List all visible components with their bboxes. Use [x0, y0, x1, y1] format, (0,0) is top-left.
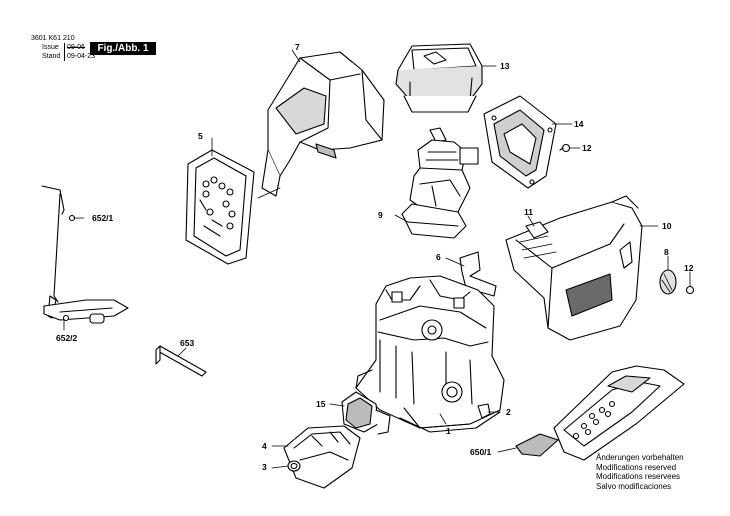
- callout-12-lower: 12: [684, 263, 694, 273]
- callout-3: 3: [262, 462, 267, 472]
- part-12-screw-lower: [685, 285, 695, 295]
- callout-652-2: 652/2: [56, 333, 78, 343]
- stand-value: 09-04-23: [67, 53, 96, 60]
- issue-value: 09-06: [67, 44, 85, 51]
- callout-12-upper: 12: [582, 143, 592, 153]
- note-es: Salvo modificaciones: [596, 481, 672, 491]
- part-653-hex-key: [155, 345, 207, 377]
- part-5-control-panel: [185, 149, 255, 265]
- callout-652-1: 652/1: [92, 213, 114, 223]
- part-15-laser-module: [341, 391, 391, 435]
- callout-1: 1: [446, 426, 451, 436]
- part-2-foot: [477, 403, 491, 419]
- callout-10: 10: [662, 221, 672, 231]
- callout-8: 8: [664, 247, 669, 257]
- issue-label: Issue: [42, 44, 59, 51]
- part-4-battery-lid: [283, 425, 361, 489]
- part-number: 3601 K61 210: [31, 35, 75, 42]
- part-8-end-cap: [659, 269, 677, 295]
- callout-2: 2: [506, 407, 511, 417]
- leader-lines: [63, 49, 691, 469]
- callout-13: 13: [500, 61, 510, 71]
- figure-tag: Fig./Abb. 1: [90, 42, 156, 55]
- part-13-top-cap: [395, 43, 483, 113]
- callout-5: 5: [198, 131, 203, 141]
- part-14-window-frame: [483, 95, 557, 189]
- callout-4: 4: [262, 441, 267, 451]
- note-en: Modifications reserved: [596, 462, 677, 472]
- callout-11: 11: [524, 207, 533, 217]
- note-de: Änderungen vorbehalten: [596, 453, 684, 462]
- header-divider: [64, 43, 65, 61]
- part-11-clip: [525, 221, 549, 239]
- part-9-rotor-head: [401, 127, 479, 239]
- part-1-base-unit: [355, 275, 505, 433]
- callout-653: 653: [180, 338, 195, 348]
- part-10-rear-housing: [505, 195, 643, 341]
- callout-15: 15: [316, 399, 326, 409]
- part-650-remote: [515, 365, 685, 461]
- callout-14: 14: [574, 119, 584, 129]
- stand-label: Stand: [42, 53, 61, 60]
- modification-notes: Änderungen vorbehalten Modifications res…: [596, 453, 684, 491]
- part-12-screw-upper: [559, 143, 571, 153]
- callout-650-1: 650/1: [470, 447, 492, 457]
- part-7-top-cover: [261, 51, 385, 197]
- note-fr: Modifications reservees: [596, 472, 681, 482]
- callout-9: 9: [378, 210, 383, 220]
- callout-7: 7: [295, 42, 300, 52]
- part-652-bracket: [41, 185, 129, 324]
- callout-6: 6: [436, 252, 441, 262]
- part-3-knob: [287, 460, 301, 472]
- part-6-clip: [459, 251, 497, 297]
